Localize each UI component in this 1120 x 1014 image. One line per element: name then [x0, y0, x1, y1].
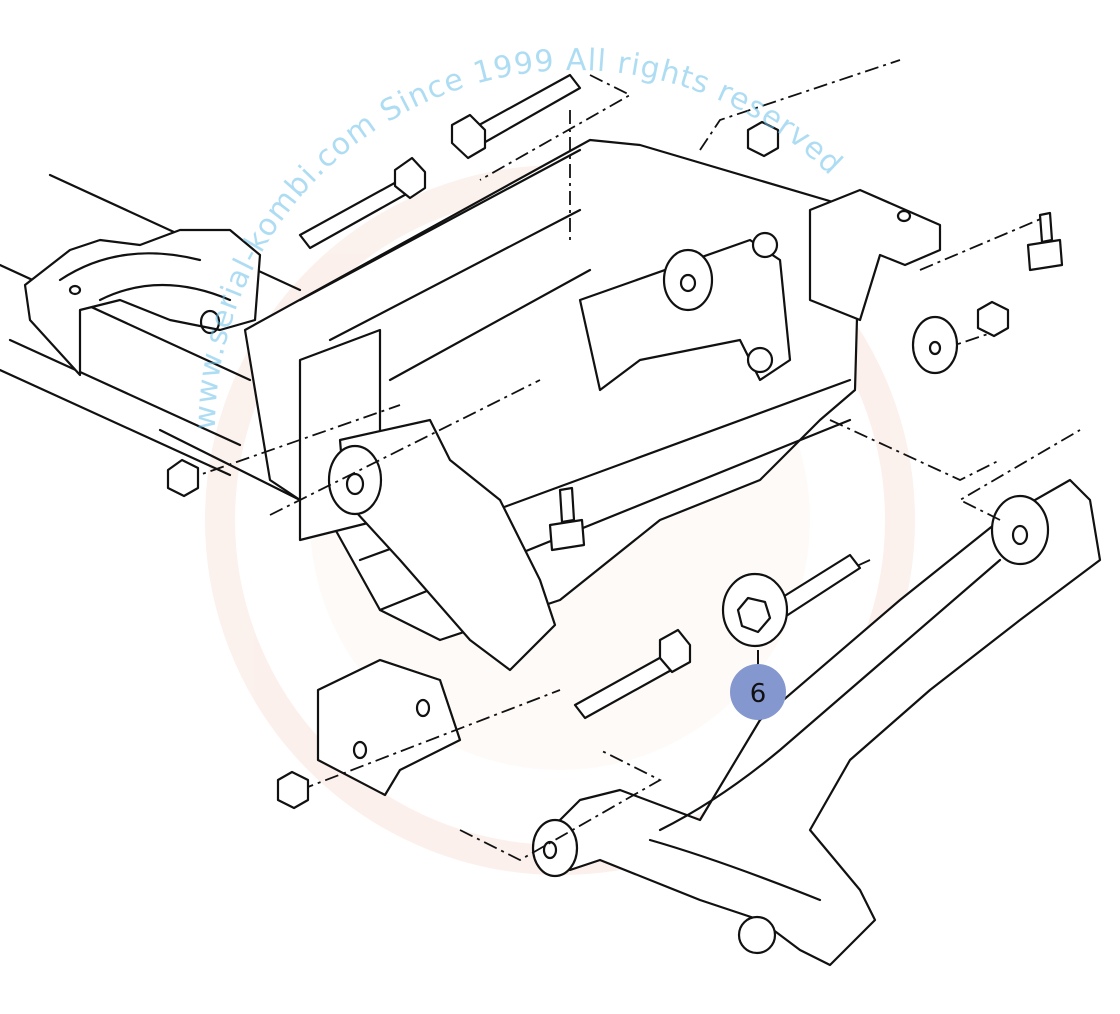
lower-bracket [316, 658, 462, 797]
nut-top [746, 120, 780, 158]
nut-right [976, 300, 1010, 338]
bolt-upper-left [298, 156, 427, 250]
trailing-arm [327, 418, 557, 672]
washer-right [911, 315, 959, 375]
callout-number: 6 [750, 679, 767, 709]
bolt-lower-middle [573, 628, 692, 720]
screw-right [1026, 211, 1064, 272]
bolt-upper-middle [450, 73, 582, 160]
nut-bottom-left [276, 770, 310, 810]
bolt-with-washer [721, 553, 862, 648]
callout-6[interactable]: 6 [730, 650, 786, 720]
screw-lower-center [548, 486, 586, 552]
left-mount-bracket [23, 228, 262, 377]
lower-control-arm [531, 478, 1102, 967]
upper-link-bracket [578, 231, 792, 392]
nut-left [166, 458, 200, 498]
